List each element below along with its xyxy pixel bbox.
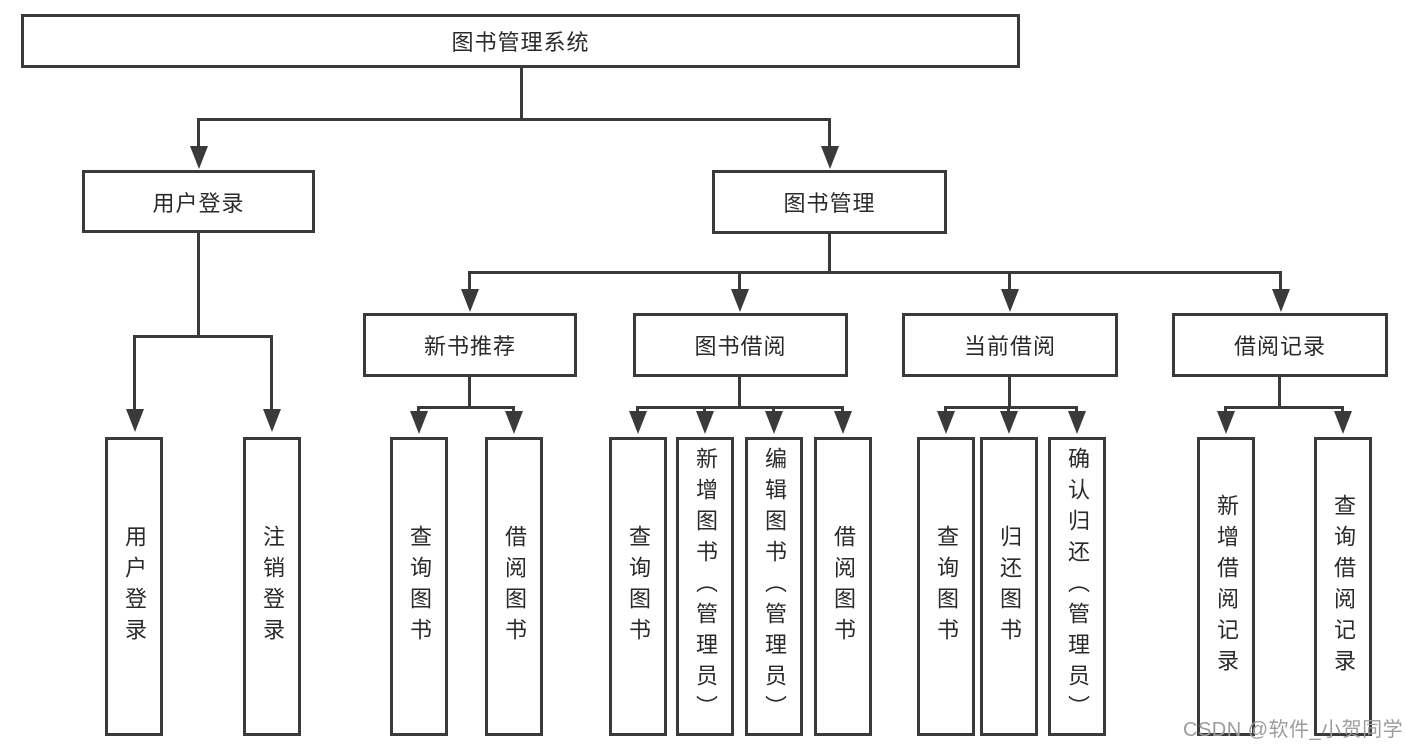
arrowhead-down: [937, 411, 955, 434]
node-borrow-record: 借阅记录: [1172, 313, 1388, 377]
node-label: 确认归还（管理员）: [1065, 447, 1090, 726]
arrowhead-down: [1068, 411, 1086, 434]
arrowhead-down: [629, 411, 647, 434]
arrowhead-down: [263, 409, 281, 432]
node-label: 借阅记录: [1233, 334, 1326, 359]
connector-drop: [828, 118, 831, 150]
watermark: CSDN @软件_小贺同学: [1183, 719, 1404, 741]
connector-branch: [944, 406, 1078, 409]
connector-stem: [1278, 376, 1281, 409]
node-label: 查询图书: [934, 524, 959, 649]
connector-stem: [738, 376, 741, 409]
connector-branch: [133, 335, 273, 338]
node-label: 当前借阅: [963, 334, 1056, 359]
connector-drop: [133, 335, 136, 411]
connector-stem: [828, 233, 831, 274]
node-label: 查询图书: [407, 524, 432, 649]
connector-branch: [636, 406, 844, 409]
arrowhead-down: [696, 411, 714, 434]
arrowhead-down: [731, 289, 749, 312]
node-label: 归还图书: [997, 524, 1022, 649]
node-label: 新增借阅记录: [1214, 493, 1239, 680]
arrowhead-down: [1217, 411, 1235, 434]
node-label: 借阅图书: [831, 524, 856, 649]
arrowhead-down: [1000, 411, 1018, 434]
connector-drop: [703, 406, 706, 414]
node-label: 借阅图书: [502, 524, 527, 649]
node-label: 查询借阅记录: [1331, 493, 1356, 680]
node-label: 用户登录: [152, 190, 245, 216]
node-label: 新增图书（管理员）: [693, 447, 718, 726]
connector-drop: [1007, 406, 1010, 414]
connector-drop: [772, 406, 775, 414]
connector-stem: [468, 376, 471, 409]
leaf-user-login: 用户登录: [105, 437, 163, 736]
arrowhead-down: [190, 146, 208, 169]
leaf-logout: 注销登录: [243, 437, 301, 736]
leaf-add-borrow-record: 新增借阅记录: [1197, 437, 1255, 736]
arrowhead-down: [410, 411, 428, 434]
arrowhead-down: [505, 411, 523, 434]
node-label: 用户登录: [122, 524, 147, 649]
leaf-add-book-admin: 新增图书（管理员）: [676, 437, 734, 736]
connector-branch: [1224, 406, 1344, 409]
connector-drop: [738, 271, 741, 293]
connector-drop: [1279, 271, 1282, 293]
node-current-borrow: 当前借阅: [902, 313, 1118, 377]
arrowhead-down: [1001, 289, 1019, 312]
connector-branch-level1: [197, 118, 831, 121]
connector-drop: [636, 406, 639, 414]
leaf-query-borrow-record: 查询借阅记录: [1314, 437, 1372, 736]
leaf-query-book-current: 查询图书: [917, 437, 975, 736]
connector-drop: [1341, 406, 1344, 414]
arrowhead-down: [821, 146, 839, 169]
node-label: 图书借阅: [694, 334, 787, 359]
node-label: 图书管理系统: [451, 30, 590, 55]
arrowhead-down: [1334, 411, 1352, 434]
connector-drop: [270, 335, 273, 411]
connector-drop: [512, 406, 515, 414]
leaf-confirm-return-admin: 确认归还（管理员）: [1048, 437, 1106, 736]
connector-drop: [1075, 406, 1078, 414]
connector-stem: [197, 232, 200, 338]
connector-drop: [1008, 271, 1011, 293]
leaf-query-book-recommend: 查询图书: [390, 437, 448, 736]
connector-drop: [197, 118, 200, 150]
node-label: 查询图书: [626, 524, 651, 649]
leaf-return-book: 归还图书: [980, 437, 1038, 736]
node-label: 新书推荐: [423, 334, 516, 359]
connector-branch-level3: [468, 271, 1282, 274]
node-root-system: 图书管理系统: [21, 14, 1020, 68]
connector-drop: [944, 406, 947, 414]
connector-drop: [468, 271, 471, 293]
node-book-management: 图书管理: [712, 170, 947, 234]
connector-drop: [841, 406, 844, 414]
connector-root-stem: [520, 67, 523, 121]
node-user-login: 用户登录: [82, 170, 315, 233]
node-new-book-recommend: 新书推荐: [363, 313, 577, 377]
node-book-borrow: 图书借阅: [633, 313, 848, 377]
connector-drop: [417, 406, 420, 414]
node-label: 图书管理: [783, 191, 876, 216]
leaf-query-book: 查询图书: [609, 437, 667, 736]
arrowhead-down: [1272, 289, 1290, 312]
connector-stem: [1008, 376, 1011, 409]
connector-drop: [1224, 406, 1227, 414]
arrowhead-down: [834, 411, 852, 434]
arrowhead-down: [765, 411, 783, 434]
leaf-edit-book-admin: 编辑图书（管理员）: [745, 437, 803, 736]
arrowhead-down: [461, 289, 479, 312]
arrowhead-down: [126, 409, 144, 432]
connector-branch: [417, 406, 515, 409]
node-label: 编辑图书（管理员）: [762, 447, 787, 726]
leaf-borrow-book: 借阅图书: [814, 437, 872, 736]
leaf-borrow-book-recommend: 借阅图书: [485, 437, 543, 736]
node-label: 注销登录: [260, 524, 285, 649]
